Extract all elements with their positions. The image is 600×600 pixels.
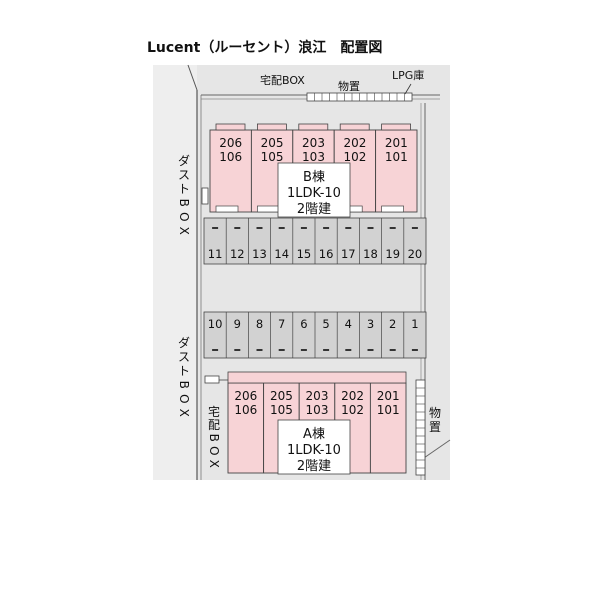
parking-space-number: 9 <box>234 317 241 331</box>
road-line-diagonal <box>187 64 198 91</box>
building-a-name: A棟 <box>303 427 325 442</box>
building-a-layout: 1LDK-10 <box>287 443 341 458</box>
balcony-tab <box>298 123 329 131</box>
takuhai-box-left-label: O <box>207 446 221 455</box>
dust-box-upper-label: ス <box>178 168 190 182</box>
takuhai-box-left-label: 宅 <box>208 404 220 419</box>
dust-box-upper-label: B <box>177 199 191 207</box>
dust-box-lower-label: O <box>177 394 191 403</box>
takuhai-box-top-label: 宅配BOX <box>260 73 305 87</box>
monooki-right-label: 物 <box>429 406 441 420</box>
entrance-step <box>257 205 280 213</box>
unit-number-upper: 202 <box>343 136 366 150</box>
balcony-tab <box>339 123 370 131</box>
dust-box-upper <box>201 187 209 205</box>
unit-number-upper: 205 <box>270 389 293 403</box>
parking-space-number: 8 <box>256 317 263 331</box>
unit-number-upper: 201 <box>377 389 400 403</box>
parking-space-number: 10 <box>208 317 223 331</box>
parking-space-number: 18 <box>363 247 378 261</box>
unit-number-upper: 203 <box>302 136 325 150</box>
dust-box-upper-label: X <box>177 227 191 235</box>
monooki-top-label: 物置 <box>338 79 360 93</box>
unit-number-lower: 105 <box>261 150 284 164</box>
storage-column-right <box>415 379 426 476</box>
parking-space-number: 16 <box>319 247 334 261</box>
unit-number-lower: 101 <box>385 150 408 164</box>
unit-number-upper: 202 <box>341 389 364 403</box>
unit-number-upper: 206 <box>234 389 257 403</box>
parking-space-number: 19 <box>385 247 400 261</box>
unit-number-lower: 101 <box>377 403 400 417</box>
monooki-right-label: 置 <box>429 420 441 434</box>
dust-box-lower-label: ト <box>178 364 190 378</box>
parking-row-lower: 10 9 8 7 6 5 4 3 2 1 <box>203 311 427 359</box>
takuhai-box-left-label: 配 <box>208 418 220 432</box>
unit-number-upper: 201 <box>385 136 408 150</box>
unit-block <box>375 129 418 213</box>
balcony-tab <box>256 123 287 131</box>
balcony-tab <box>215 123 246 131</box>
unit-number-lower: 102 <box>341 403 364 417</box>
parking-row-upper: 11 12 13 14 15 16 17 18 19 20 <box>203 217 427 265</box>
building-a-label-box <box>277 419 351 475</box>
parking-space-number: 1 <box>411 317 418 331</box>
unit-number-lower: 106 <box>219 150 242 164</box>
unit-number-upper: 203 <box>306 389 329 403</box>
lpg-label: LPG庫 <box>392 68 424 82</box>
page-title: Lucent（ルーセント）浪江 配置図 <box>147 40 383 56</box>
building-b-floors: 2階建 <box>297 202 331 217</box>
dust-box-lower-label: B <box>177 381 191 389</box>
unit-number-lower: 103 <box>302 150 325 164</box>
dust-box-lower <box>204 375 220 384</box>
parking-space-number: 5 <box>322 317 329 331</box>
unit-block <box>209 129 252 213</box>
unit-number-lower: 106 <box>234 403 257 417</box>
storage-dividers-right <box>416 387 425 469</box>
left-road <box>153 65 197 480</box>
parking-space-number: 11 <box>208 247 223 261</box>
parking-space-number: 12 <box>230 247 245 261</box>
parking-space-number: 13 <box>252 247 267 261</box>
unit-number-upper: 205 <box>261 136 284 150</box>
building-b-name: B棟 <box>303 170 325 185</box>
takuhai-box-left-label: B <box>207 434 221 442</box>
building-a-floors: 2階建 <box>297 459 331 474</box>
building-b-layout: 1LDK-10 <box>287 186 341 201</box>
parking-space-number: 4 <box>345 317 352 331</box>
dust-box-lower-label: X <box>177 409 191 417</box>
parking-space-number: 2 <box>389 317 396 331</box>
building-a-roof-edge <box>227 371 407 384</box>
storage-dividers-top <box>314 93 405 101</box>
parking-space-number: 15 <box>297 247 312 261</box>
parking-space-number: 3 <box>367 317 374 331</box>
parking-space-number: 14 <box>274 247 289 261</box>
balcony-tab <box>381 123 412 131</box>
dust-box-upper-label: ダ <box>178 153 190 168</box>
dust-box-upper-label: O <box>177 212 191 221</box>
parking-space-number: 17 <box>341 247 356 261</box>
unit-block <box>369 382 407 474</box>
entrance-step <box>381 205 404 213</box>
unit-number-upper: 206 <box>219 136 242 150</box>
unit-number-lower: 102 <box>343 150 366 164</box>
unit-number-lower: 103 <box>306 403 329 417</box>
unit-block <box>227 382 265 474</box>
unit-number-lower: 105 <box>270 403 293 417</box>
dust-box-lower-label: ダ <box>178 335 190 350</box>
lpg-pointer <box>404 83 412 95</box>
right-lower-diagonal <box>420 439 451 461</box>
parking-space-number: 6 <box>300 317 307 331</box>
building-b-label-box <box>277 162 351 218</box>
dust-box-lower-label: ス <box>178 350 190 364</box>
dust-box-upper-label: ト <box>178 182 190 196</box>
parking-space-number: 7 <box>278 317 285 331</box>
parking-space-number: 20 <box>408 247 423 261</box>
takuhai-box-left-label: X <box>207 460 221 468</box>
entrance-step <box>215 205 239 213</box>
